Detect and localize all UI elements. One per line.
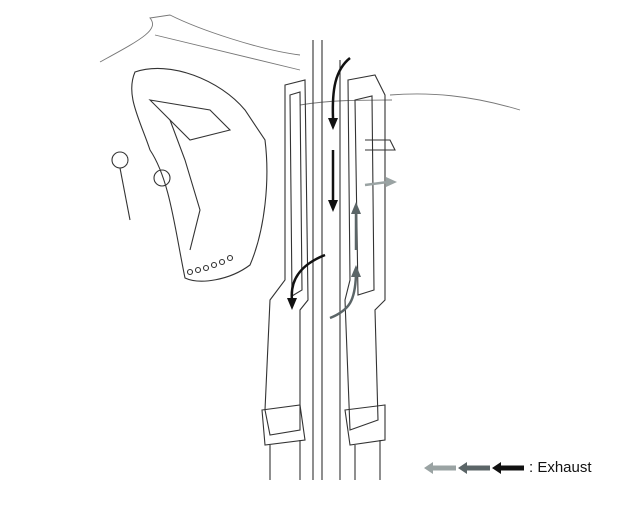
exhaust-arrow-curve-left — [290, 253, 326, 301]
exhaust-arrow-out — [364, 180, 389, 187]
exhaust-arrow-down-top — [331, 57, 351, 119]
legend-arrow-light-icon — [424, 461, 456, 474]
legend-arrow-dark-icon — [492, 461, 524, 474]
arrow-head — [328, 200, 338, 212]
arrow-head — [287, 298, 297, 310]
adjustment-holes — [186, 254, 234, 276]
machine-body-outline — [99, 14, 521, 282]
arrow-head — [386, 177, 397, 187]
right-cylinder — [344, 74, 396, 480]
legend-label: : Exhaust — [529, 459, 592, 476]
flow-arrows — [287, 57, 397, 320]
legend-arrow-mid-icon — [458, 461, 490, 474]
arrow-head — [351, 265, 361, 277]
exhaust-arrow-up-right — [329, 274, 358, 320]
legend: : Exhaust — [424, 459, 592, 476]
arrow-head — [351, 202, 361, 214]
arrow-head — [328, 118, 338, 130]
left-cylinder — [261, 79, 309, 480]
